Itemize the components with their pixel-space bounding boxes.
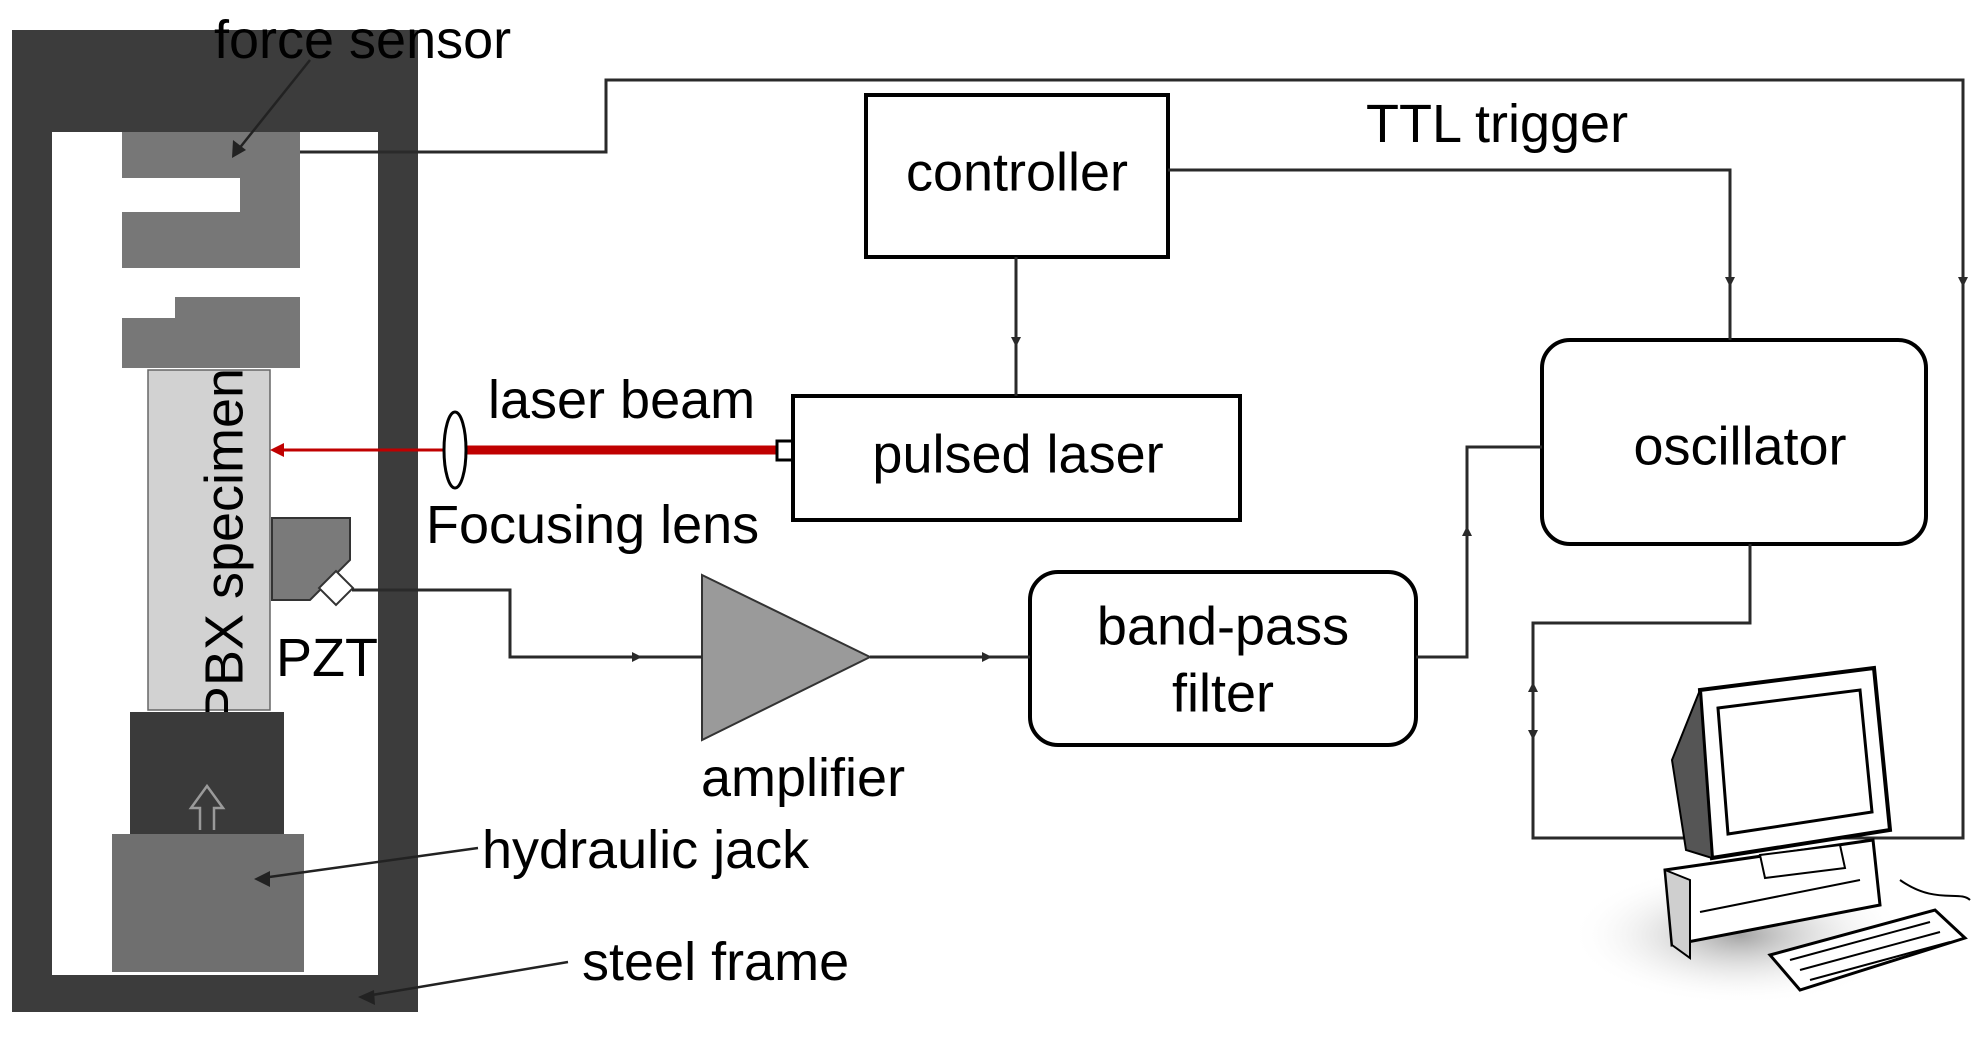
focusing-lens-label: Focusing lens: [426, 495, 759, 555]
amplifier: [701, 573, 873, 742]
pbx-specimen-label: PBX specimen: [194, 368, 254, 722]
laser-aperture: [775, 439, 795, 462]
laser-beam: [270, 443, 777, 457]
band-pass-label: band-pass: [1097, 596, 1349, 656]
pzt-sensor: PZT: [271, 517, 378, 688]
pointer-lines: [232, 59, 569, 1005]
signal-wires: [300, 78, 1968, 840]
controller-box: controller: [864, 93, 1170, 259]
oscillator-box: oscillator: [1540, 338, 1928, 546]
pulsed-laser-label: pulsed laser: [872, 424, 1163, 484]
jack-up-arrow-icon: [188, 783, 226, 830]
focusing-lens: [442, 410, 468, 490]
controller-label: controller: [906, 142, 1128, 202]
pbx-specimen: PBX specimen: [147, 368, 271, 722]
hydraulic-jack: [112, 712, 304, 972]
pulsed-laser-box: pulsed laser: [791, 394, 1242, 522]
force-sensor-label: force sensor: [214, 10, 511, 70]
hydraulic-jack-label: hydraulic jack: [482, 820, 810, 880]
steel-frame-label: steel frame: [582, 932, 849, 992]
steel-frame: [12, 30, 418, 1012]
force-sensor: [122, 132, 300, 368]
oscillator-label: oscillator: [1633, 416, 1846, 476]
computer-icon: [1570, 665, 1971, 1005]
ttl-trigger-label: TTL trigger: [1366, 94, 1628, 154]
pzt-label: PZT: [276, 628, 378, 688]
amplifier-label: amplifier: [701, 748, 905, 808]
band-pass-filter-box: band-pass filter: [1028, 570, 1418, 747]
laser-beam-label: laser beam: [488, 370, 755, 430]
filter-label: filter: [1172, 663, 1274, 723]
